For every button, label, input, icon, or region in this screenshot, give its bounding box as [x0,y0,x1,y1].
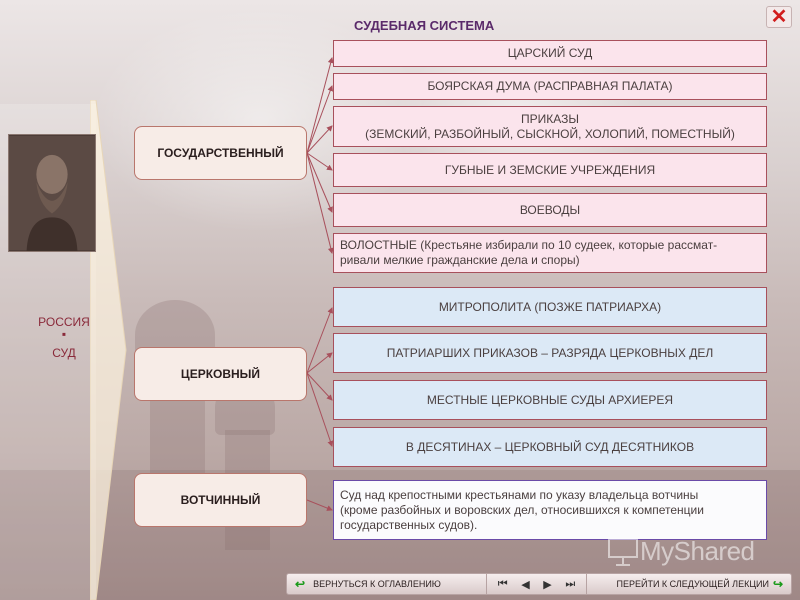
box-prikazy: ПРИКАЗЫ (ЗЕМСКИЙ, РАЗБОЙНЫЙ, СЫСКНОЙ, ХО… [333,106,767,147]
next-lecture-button[interactable]: ПЕРЕЙТИ К СЛЕДУЮЩЕЙ ЛЕКЦИИ ↪ [587,574,791,594]
watermark-text: MyShared [640,536,755,566]
back-label: ВЕРНУТЬСЯ К ОГЛАВЛЕНИЮ [313,579,441,589]
box-gubnye: ГУБНЫЕ И ЗЕМСКИЕ УЧРЕЖДЕНИЯ [333,153,767,187]
play-icon[interactable]: ▶ [543,578,552,591]
patrimonial-line-1: Суд над крепостными крестьянами по указу… [340,487,699,502]
close-icon: ✕ [770,6,788,28]
portrait-image [8,134,96,252]
russia-label: РОССИЯ ▪ [38,315,90,341]
patrimonial-line-2: (кроме разбойных и воровских дел, относи… [340,502,704,517]
patrimonial-line-3: государственных судов). [340,517,478,532]
box-voevody: ВОЕВОДЫ [333,193,767,227]
category-patrimonial: ВОТЧИННЫЙ [134,473,307,527]
last-icon[interactable]: ⏭ [565,577,576,590]
slide-controls: ⏮ ◀ ▶ ⏭ [487,574,587,594]
first-icon[interactable]: ⏮ [497,577,508,590]
back-to-contents-button[interactable]: ↩ ВЕРНУТЬСЯ К ОГЛАВЛЕНИЮ [287,574,487,594]
back-arrow-icon: ↩ [295,577,306,591]
box-desyatniki: В ДЕСЯТИНАХ – ЦЕРКОВНЫЙ СУД ДЕСЯТНИКОВ [333,427,767,467]
box-boyar-duma: БОЯРСКАЯ ДУМА (РАСПРАВНАЯ ПАЛАТА) [333,73,767,100]
prikazy-title: ПРИКАЗЫ [521,111,579,126]
box-patrimonial-court: Суд над крепостными крестьянами по указу… [333,480,767,540]
volostnye-line-1: ВОЛОСТНЫЕ (Крестьяне избирали по 10 суде… [340,238,718,252]
page-title: СУДЕБНАЯ СИСТЕМА [354,18,495,33]
next-label: ПЕРЕЙТИ К СЛЕДУЮЩЕЙ ЛЕКЦИИ [616,579,769,589]
navigation-bar: ↩ ВЕРНУТЬСЯ К ОГЛАВЛЕНИЮ ⏮ ◀ ▶ ⏭ ПЕРЕЙТИ… [286,573,792,595]
box-local-church-courts: МЕСТНЫЕ ЦЕРКОВНЫЕ СУДЫ АРХИЕРЕЯ [333,380,767,420]
box-metropolitan: МИТРОПОЛИТА (ПОЗЖЕ ПАТРИАРХА) [333,287,767,327]
presentation-icon [608,537,638,566]
close-button[interactable]: ✕ [766,6,792,28]
box-tsar-court: ЦАРСКИЙ СУД [333,40,767,67]
box-volostnye: ВОЛОСТНЫЕ (Крестьяне избирали по 10 суде… [333,233,767,273]
volostnye-line-2: ривали мелкие гражданские дела и споры) [340,253,580,267]
prikazy-list: (ЗЕМСКИЙ, РАЗБОЙНЫЙ, СЫСКНОЙ, ХОЛОПИЙ, П… [365,126,735,141]
category-state: ГОСУДАРСТВЕННЫЙ [134,126,307,180]
watermark: MyShared [606,536,755,567]
box-patriarchal-prikazy: ПАТРИАРШИХ ПРИКАЗОВ – РАЗРЯДА ЦЕРКОВНЫХ … [333,333,767,373]
big-arrow-shape [90,100,127,600]
court-label: СУД [52,346,76,360]
category-church: ЦЕРКОВНЫЙ [134,347,307,401]
prev-icon[interactable]: ◀ [521,578,530,591]
forward-arrow-icon: ↪ [772,577,783,591]
